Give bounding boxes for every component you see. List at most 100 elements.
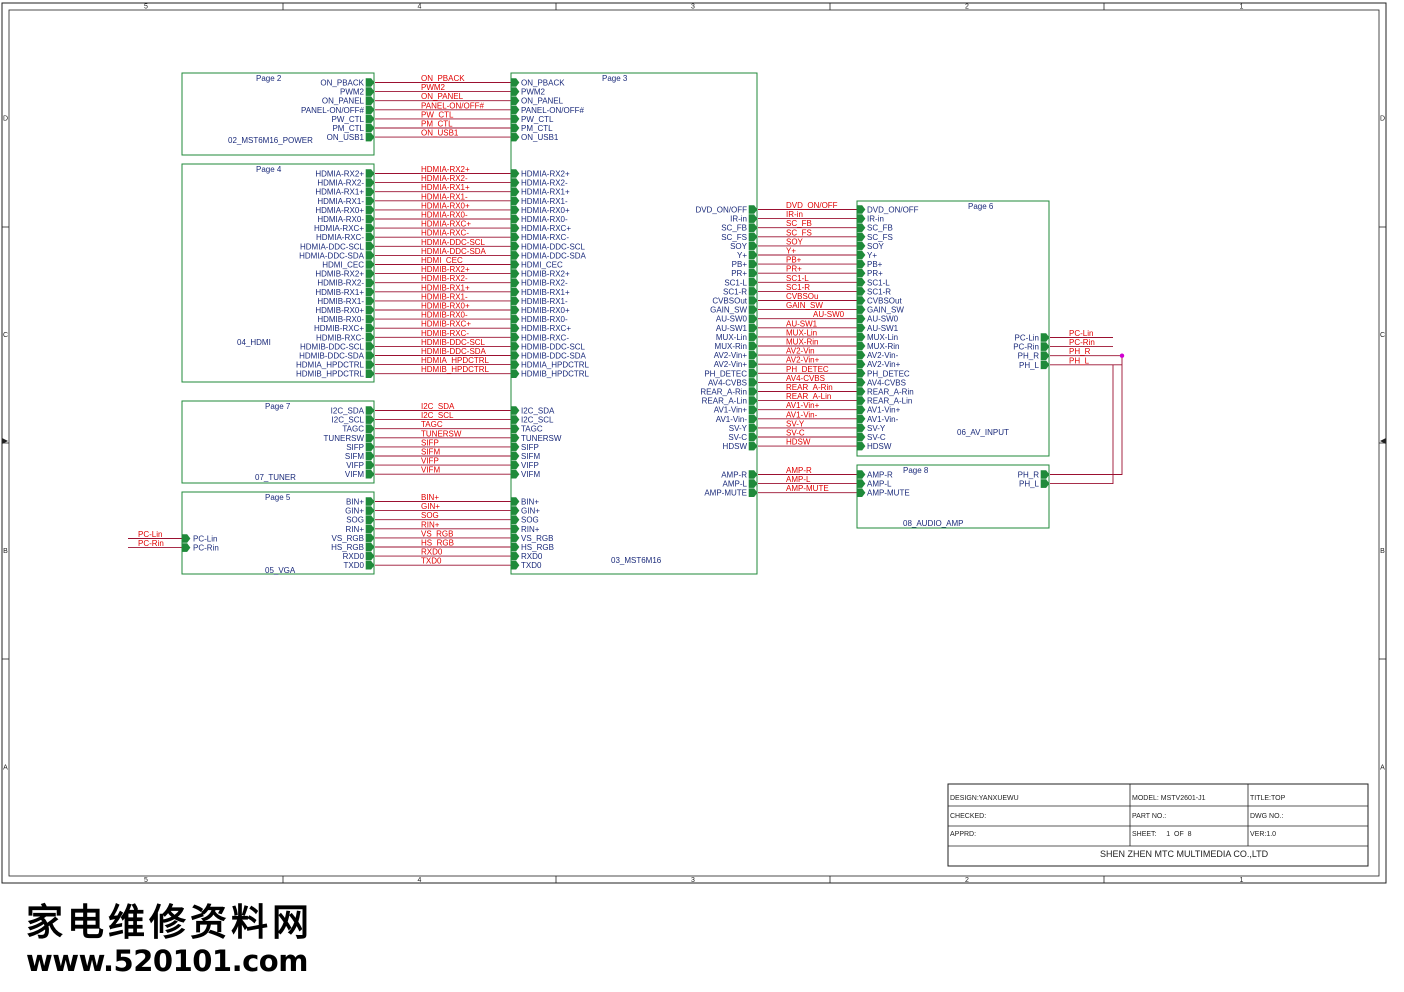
wire-label: BIN+ [421, 493, 439, 502]
wires: ON_PBACKPWM2ON_PANELPANEL-ON/OFF#PW_CTLP… [128, 74, 1125, 566]
port-arrow [365, 287, 375, 297]
pin-label: VIFM [521, 470, 540, 479]
port-arrow [510, 442, 520, 452]
port-arrow [748, 359, 758, 369]
wire-label: PWM2 [421, 83, 446, 92]
port-arrow [510, 114, 520, 124]
block-name: 04_HDMI [237, 338, 271, 347]
pin-label: AV4-CVBS [708, 378, 747, 387]
port-arrow [510, 296, 520, 306]
block-tuner: Page 707_TUNERI2C_SDAI2C_SCLTAGCTUNERSWS… [181, 400, 375, 484]
wire-label: PR+ [786, 265, 802, 274]
wire-label: TUNERSW [421, 429, 462, 438]
port-arrow [365, 424, 375, 433]
pin-label: REAR_A-Rin [867, 388, 914, 397]
title-block: DESIGN:YANXUEWU MODEL: MSTV2601-J1 TITLE… [947, 783, 1369, 867]
hierarchical-blocks: Page 202_MST6M16_POWERON_PBACKPWM2ON_PAN… [181, 72, 1050, 575]
port-arrow [365, 260, 375, 269]
port-arrow [510, 506, 520, 515]
port-arrow [856, 296, 866, 305]
port-arrow [510, 424, 520, 433]
pin-label: AV1-Vin+ [867, 406, 901, 415]
pin-label: AMP-R [721, 471, 747, 480]
block-audio-amp: Page 808_AUDIO_AMPAMP-RAMP-LAMP-MUTEPH_R… [856, 464, 1050, 529]
pin-label: HDMIA_HPDCTRL [521, 361, 590, 370]
port-arrow [365, 87, 375, 96]
port-arrow [510, 223, 520, 233]
frame-col-label-top: 2 [965, 4, 969, 11]
port-arrow [510, 214, 520, 224]
port-arrow [365, 515, 375, 524]
pin-label: PM_CTL [332, 124, 364, 133]
block-border [181, 491, 375, 575]
wire-label: HDMIB-RX0- [421, 311, 468, 320]
pin-label: PWM2 [521, 88, 546, 97]
pin-label: PR+ [867, 269, 883, 278]
wire-label: HDMIA-RX0- [421, 211, 468, 220]
wire-label: AMP-L [786, 475, 811, 484]
pin-label: GIN+ [345, 507, 364, 516]
wire-label: PM_CTL [421, 120, 453, 129]
port-arrow [748, 241, 758, 251]
port-arrow [856, 278, 866, 287]
wire-label: PANEL-ON/OFF# [421, 101, 485, 110]
wire-label: CVBSOu [786, 292, 818, 301]
port-arrow [748, 423, 758, 433]
block-hdmi: Page 404_HDMIHDMIA-RX2+HDMIA-RX2-HDMIA-R… [181, 163, 375, 383]
pin-label: PH_L [1019, 480, 1040, 489]
port-arrow [510, 132, 520, 142]
port-arrow [365, 551, 375, 561]
pin-label: HDMIB-RX1- [521, 297, 568, 306]
pin-label: HDMIB-RX1- [317, 297, 364, 306]
block-av-input: Page 606_AV_INPUTDVD_ON/OFFIR-inSC_FBSC_… [856, 200, 1050, 457]
port-arrow [856, 232, 866, 242]
wire-label: HDMIA-RX1- [421, 192, 468, 201]
port-arrow [856, 305, 866, 314]
pin-label: IR-in [867, 215, 884, 224]
pin-label: PC-Lin [193, 535, 217, 544]
port-arrow [510, 87, 520, 96]
pin-label: HDMIA-RX0+ [315, 206, 364, 215]
wire-label: HDMIB-RX2+ [421, 265, 470, 274]
port-arrow [510, 178, 520, 187]
pin-label: HDMIB-DDC-SDA [299, 352, 365, 361]
port-arrow [365, 369, 375, 378]
watermark-chinese: 家电维修资料网 [26, 900, 313, 944]
block-page-label: Page 5 [265, 493, 291, 502]
port-arrow [856, 359, 866, 369]
pin-label: RXD0 [343, 552, 365, 561]
pin-label: HDMIA-RX2- [521, 179, 568, 188]
pin-label: AV2-Vin- [867, 351, 899, 360]
wire-label: IR-in [786, 210, 803, 219]
block-name: 03_MST6M16 [611, 556, 662, 565]
port-arrow [510, 524, 520, 534]
pin-label: SC1-L [724, 278, 747, 287]
block-vga: Page 505_VGABIN+GIN+SOGRIN+VS_RGBHS_RGBR… [181, 491, 375, 575]
port-arrow [856, 341, 866, 351]
wire-label: PC-Lin [1069, 329, 1093, 338]
pin-label: PH_R [1018, 352, 1040, 361]
port-arrow [365, 333, 375, 342]
block-border [181, 72, 375, 156]
centre-marker [2, 438, 8, 444]
port-arrow [510, 451, 520, 461]
port-arrow [365, 305, 375, 315]
pin-label: PH_L [1019, 361, 1040, 370]
pin-label: CVBSOut [712, 297, 747, 306]
pin-label: MUX-Lin [867, 333, 898, 342]
port-arrow [365, 269, 375, 278]
wire-label: AMP-MUTE [786, 484, 829, 493]
tb-apprd: APPRD: [950, 831, 976, 838]
wire-label: I2C_SCL [421, 411, 454, 420]
port-arrow [365, 114, 375, 124]
port-arrow [1040, 360, 1050, 370]
port-arrow [856, 214, 866, 223]
wire-label: PW_CTL [421, 110, 454, 119]
port-arrow [510, 342, 520, 351]
port-arrow [856, 323, 866, 333]
pin-label: PANEL-ON/OFF# [301, 106, 365, 115]
wire [1050, 355, 1123, 475]
pin-label: HDMIB-RX0+ [315, 306, 364, 315]
pin-label: HDMIA-RX0- [521, 215, 568, 224]
centre-marker [1380, 438, 1386, 444]
